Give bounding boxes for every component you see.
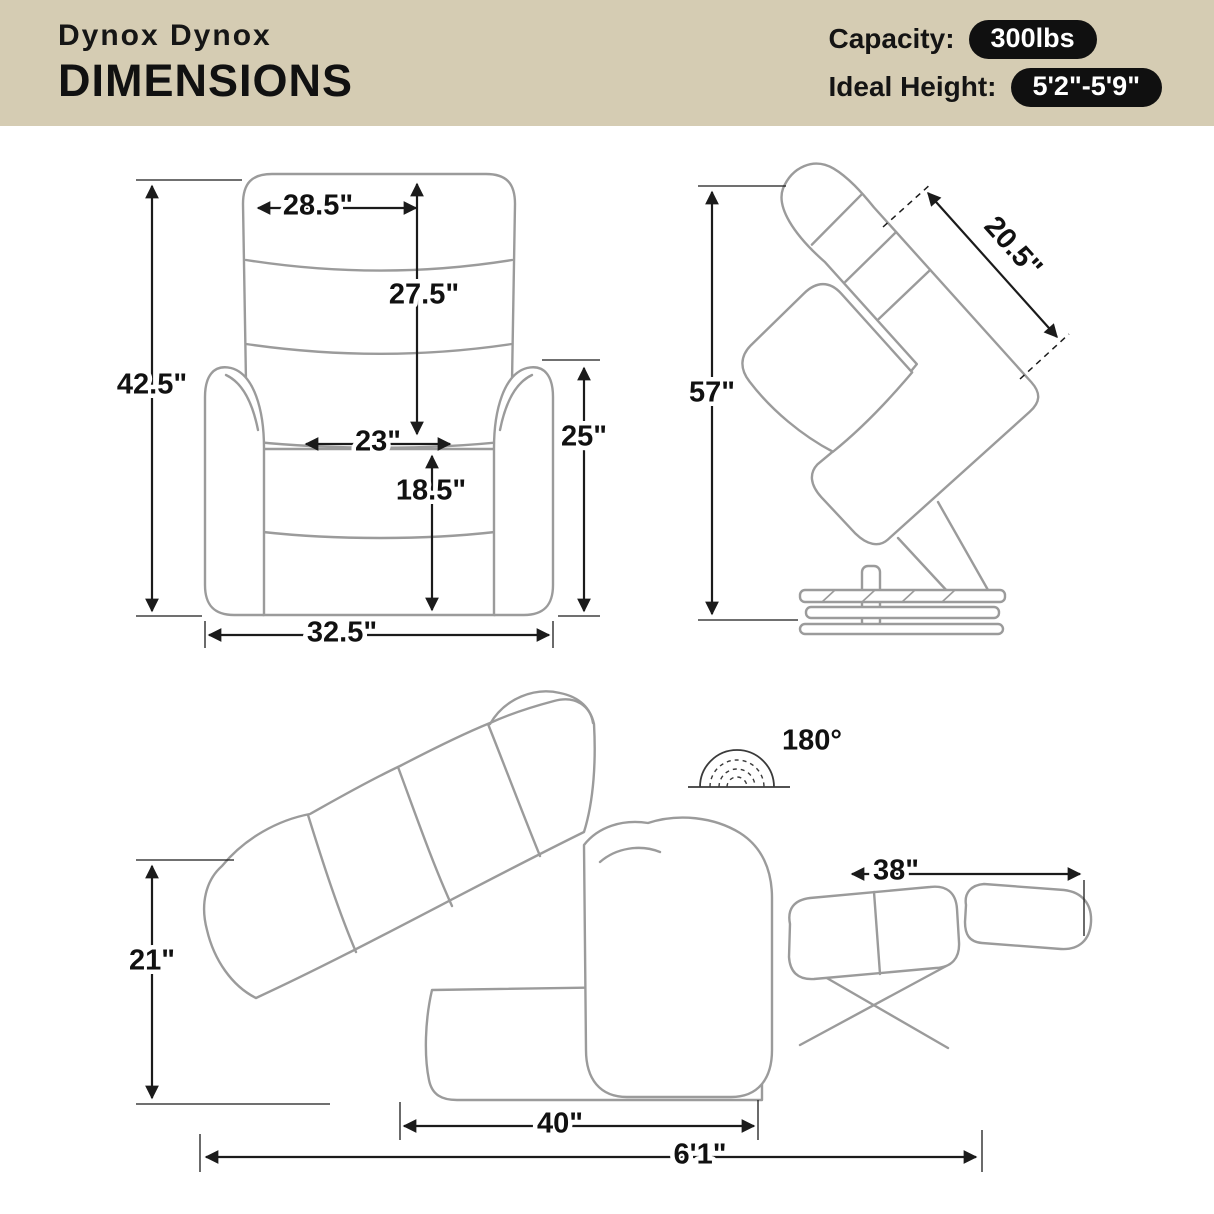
reclined-backrest xyxy=(203,698,596,1000)
footrest-extension-label: 38" xyxy=(873,855,919,887)
seat-width-label: 23" xyxy=(355,426,401,458)
capacity-row: Capacity: 300lbs xyxy=(828,19,1097,59)
front-left-arm-seam xyxy=(224,373,260,432)
footrest-cushion-outer xyxy=(963,882,1093,951)
brand-name: Dynox Dynox xyxy=(58,19,272,52)
dim-back-height: 27.5" xyxy=(384,182,464,436)
dim-overall-width: 32.5" xyxy=(204,612,554,653)
lift-struts xyxy=(896,500,990,594)
overall-height-label: 42.5" xyxy=(117,369,187,401)
reclined-view-drawing: 180° 38" 21" 40" xyxy=(124,690,1093,1175)
dim-base-length: 40" xyxy=(399,1100,759,1144)
front-headrest-seam xyxy=(244,258,514,272)
lift-base xyxy=(798,500,1007,636)
lift-rail-top xyxy=(798,588,1007,604)
dim-overall-reclined-length: 6'1" xyxy=(199,1130,983,1175)
lift-height-label: 57" xyxy=(689,377,735,409)
arm-height-label: 25" xyxy=(561,421,607,453)
footrest-linkage xyxy=(798,962,952,1050)
overall-width-label: 32.5" xyxy=(307,617,377,649)
footrest-cushion-inner xyxy=(787,885,961,981)
header: Dynox Dynox DIMENSIONS Capacity: 300lbs … xyxy=(0,0,1214,126)
reclined-arm-seam xyxy=(598,846,662,864)
capacity-label: Capacity: xyxy=(828,23,955,54)
side-back-tuft-seams xyxy=(810,193,932,321)
dim-seat-width: 23" xyxy=(304,421,452,462)
lift-rail-middle xyxy=(804,605,1001,620)
reclined-backrest-tuft-seams xyxy=(306,722,542,954)
ideal-height-row: Ideal Height: 5'2"-5'9" xyxy=(828,67,1162,107)
front-left-arm xyxy=(203,366,266,617)
reclined-headrest-pillow-seam xyxy=(488,690,595,726)
ideal-height-label: Ideal Height: xyxy=(828,71,997,102)
back-height-label: 27.5" xyxy=(389,279,459,311)
dim-recline-angle: 180° xyxy=(688,720,846,788)
lift-rail-hatching xyxy=(821,589,956,603)
front-seat-seam xyxy=(261,530,497,540)
recline-angle-label: 180° xyxy=(782,725,842,757)
side-view-lift-drawing: 57" 20.5" xyxy=(684,162,1070,636)
spec-badges: Capacity: 300lbs Ideal Height: 5'2"-5'9" xyxy=(828,19,1162,107)
reclined-arm xyxy=(582,816,774,1099)
side-chair-profile xyxy=(780,162,1040,546)
dim-arm-height: 25" xyxy=(542,359,612,617)
lift-rail-bottom xyxy=(798,622,1005,636)
front-right-arm-seam xyxy=(498,373,534,432)
dim-footrest-extension: 38" xyxy=(850,850,1085,936)
back-width-label: 20.5" xyxy=(978,210,1049,284)
front-backrest-outline xyxy=(241,172,517,443)
capacity-badge: 300lbs xyxy=(968,19,1097,59)
brand-block: Dynox Dynox DIMENSIONS xyxy=(58,19,353,107)
footrest-cushion-seam xyxy=(872,890,882,976)
seat-front-height-label: 18.5" xyxy=(396,475,466,507)
base-length-label: 40" xyxy=(537,1108,583,1140)
front-view-drawing: 42.5" 28.5" 27.5" 23" 18.5" xyxy=(112,172,612,653)
side-chair-body xyxy=(741,162,1040,546)
dim-overall-height: 42.5" xyxy=(112,179,242,617)
ideal-height-badge: 5'2"-5'9" xyxy=(1010,67,1162,107)
dim-headrest-width: 28.5" xyxy=(256,185,418,226)
dim-seat-front-height: 18.5" xyxy=(391,454,471,612)
reclined-height-label: 21" xyxy=(129,945,175,977)
side-arm xyxy=(741,282,914,453)
dim-reclined-height: 21" xyxy=(124,859,330,1105)
headrest-width-label: 28.5" xyxy=(283,190,353,222)
front-back-seam xyxy=(244,342,514,355)
front-right-arm xyxy=(492,366,555,617)
dim-lift-height: 57" xyxy=(684,185,798,621)
page-title: DIMENSIONS xyxy=(58,55,354,106)
overall-reclined-length-label: 6'1" xyxy=(674,1139,727,1171)
